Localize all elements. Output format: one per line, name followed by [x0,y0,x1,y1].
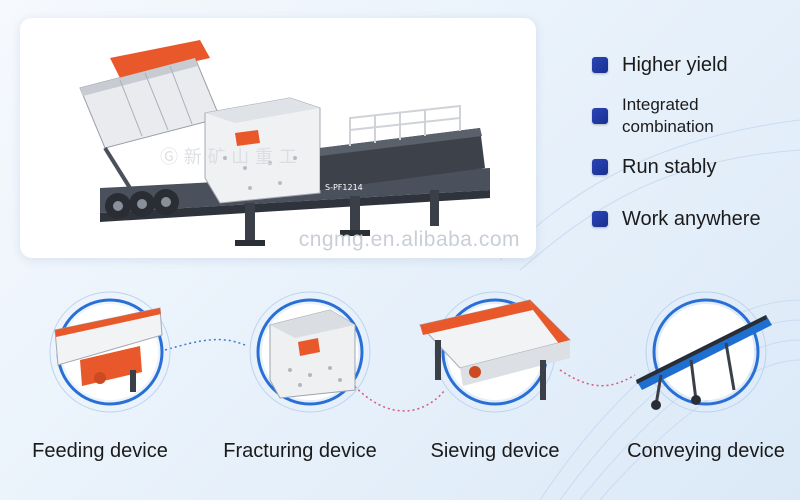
square-bullet-icon [592,159,608,175]
hero-product-card: Ⓖ 新 矿 山 重 工 S-PF1214 cngmg.en.alibaba.co… [20,18,536,258]
feature-item: Run stably [592,156,717,178]
feature-label-line: combination [622,117,714,136]
feeder-illustration [49,291,171,413]
device-row: Feeding device Fracturing device [0,280,800,500]
machine-model-text: S-PF1214 [325,183,363,192]
belt-conveyor-illustration [636,291,772,413]
impact-crusher-illustration [249,291,371,413]
device-label: Feeding device [32,440,168,462]
feature-label: Run stably [622,156,717,178]
feature-label: Integrated combination [622,94,714,138]
device-label: Fracturing device [223,440,377,462]
feature-label: Higher yield [622,54,728,76]
device-feeding: Feeding device [10,280,190,462]
device-conveying: Conveying device [616,280,796,462]
vibrating-screen-illustration [419,291,571,413]
mobile-crusher-illustration: Ⓖ 新 矿 山 重 工 S-PF1214 [79,40,490,246]
device-fracturing: Fracturing device [210,280,390,462]
square-bullet-icon [592,57,608,73]
feature-label-line: Integrated [622,95,699,114]
feature-label: Work anywhere [622,208,761,230]
device-label: Conveying device [627,440,785,462]
machine-brand-text: Ⓖ 新 矿 山 重 工 [160,147,297,168]
device-label: Sieving device [430,440,560,462]
watermark-url: cngmg.en.alibaba.com [298,228,520,251]
square-bullet-icon [592,108,608,124]
feature-item: Work anywhere [592,208,761,230]
device-sieving: Sieving device [405,280,585,462]
square-bullet-icon [592,211,608,227]
device-connectors [164,338,636,412]
feature-item: Higher yield [592,54,728,76]
feature-item: Integrated combination [592,94,714,138]
